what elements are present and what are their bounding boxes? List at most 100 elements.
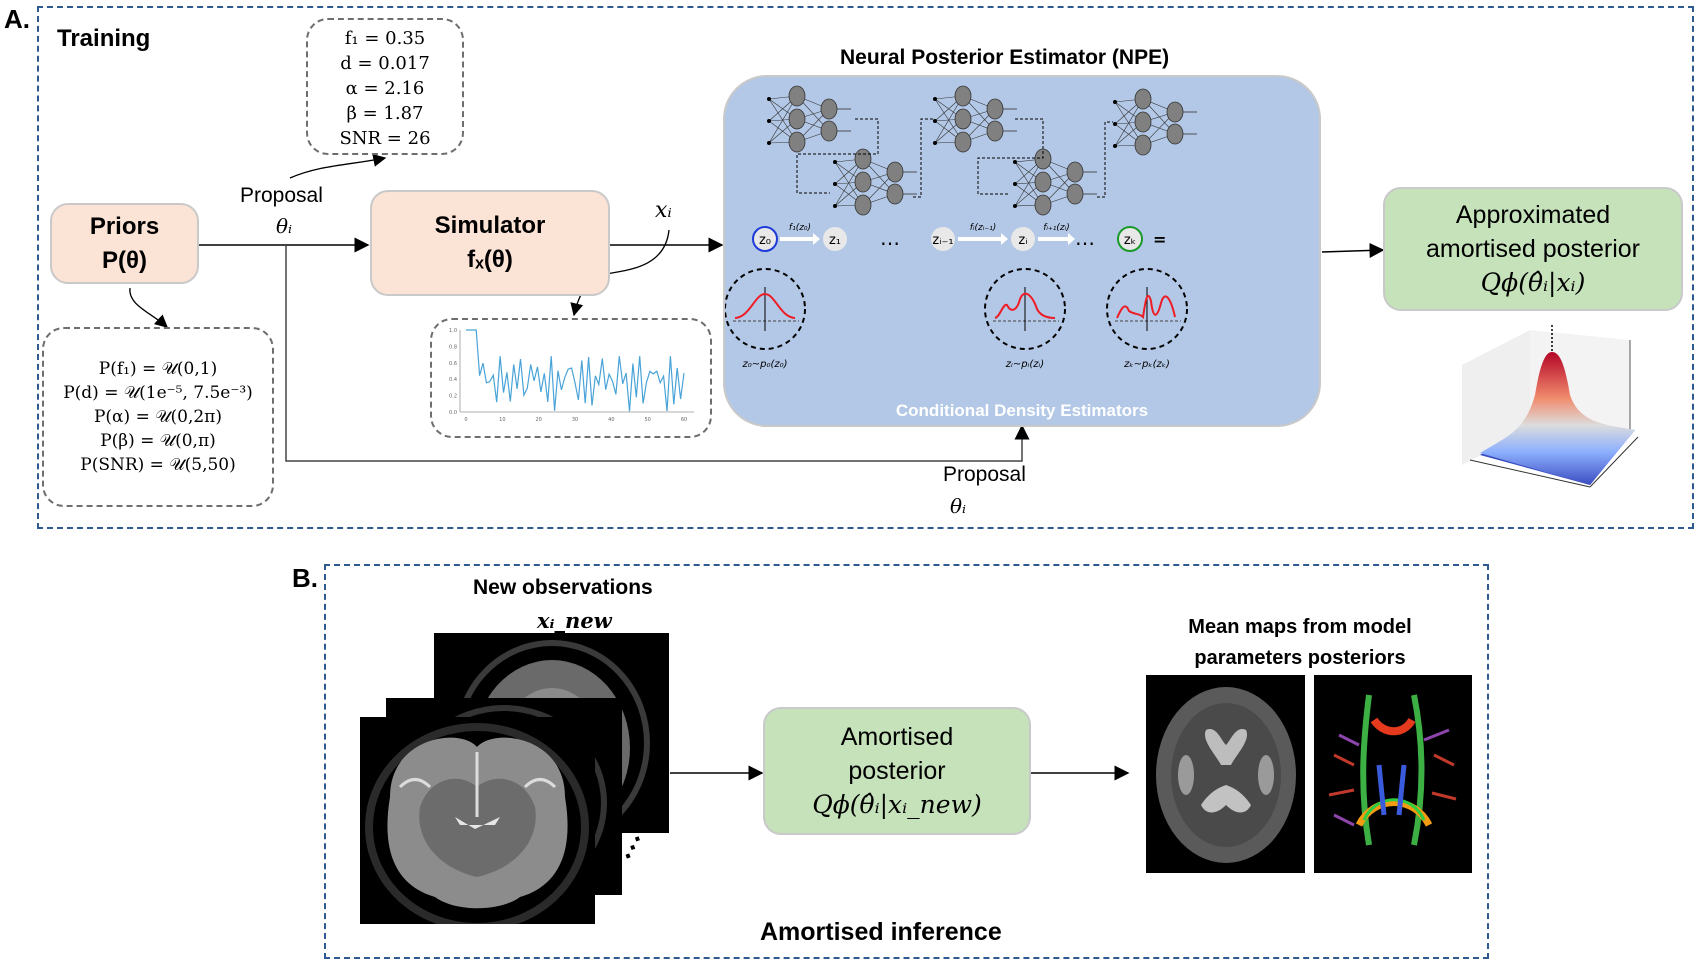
neural-network-icon xyxy=(1013,148,1097,216)
prior-f1: P(f₁) = 𝒰(0,1) xyxy=(98,359,218,379)
param-beta: β = 1.87 xyxy=(346,103,424,124)
proposal-label-bottom: Proposal xyxy=(943,463,1026,486)
density-curve xyxy=(734,292,796,319)
amortised-inference-title: Amortised inference xyxy=(760,918,1002,946)
flow-node-label: z₁ xyxy=(829,233,841,248)
density-circle xyxy=(725,268,806,350)
flow-node-label: zᵢ₋₁ xyxy=(932,233,953,248)
amortised-posterior-formula: Qϕ(θ̂ᵢ|xᵢ_new) xyxy=(812,790,982,819)
npe-subtitle: Conditional Density Estimators xyxy=(895,401,1149,420)
approx-posterior-box: Approximated amortised posterior Qϕ(θ̂ᵢ|… xyxy=(1383,187,1683,311)
signal-ytick-label: 0.2 xyxy=(449,394,457,400)
inference-frame xyxy=(324,564,1489,959)
flow-arrow-label: f₁(z₀) xyxy=(789,223,811,233)
flow-node xyxy=(931,227,955,251)
priors-list-box: P(f₁) = 𝒰(0,1) P(d) = 𝒰(1e⁻⁵, 7.5e⁻³) P(… xyxy=(42,327,274,507)
param-f1: f₁ = 0.35 xyxy=(344,28,426,49)
signal-xtick-label: 30 xyxy=(572,417,578,423)
amortised-posterior-box: Amortised posterior Qϕ(θ̂ᵢ|xᵢ_new) xyxy=(763,707,1031,835)
density-circle xyxy=(1106,268,1188,350)
proposal-theta-top: θᵢ xyxy=(276,214,293,238)
prior-snr: P(SNR) = 𝒰(5,50) xyxy=(80,455,236,475)
approx-posterior-line2: amortised posterior xyxy=(1426,235,1640,263)
npe-diagram: z₀ z₁ … zᵢ₋₁ zᵢ … zₖ = f₁(z₀) fᵢ(zᵢ₋₁) fᵢ₊₁(zᵢ) z₀~… xyxy=(725,85,1197,370)
density-label: zₖ~pₖ(zₖ) xyxy=(1123,359,1170,370)
signal-xtick-label: 40 xyxy=(608,417,614,423)
approx-posterior-line1: Approximated xyxy=(1455,201,1611,229)
signal-ytick-label: 0.8 xyxy=(449,344,457,350)
density-label: z₀~p₀(z₀) xyxy=(741,359,787,370)
posterior-surface-plot xyxy=(1462,325,1639,488)
density-circle xyxy=(984,268,1066,350)
signal-line xyxy=(466,329,685,412)
param-alpha: α = 2.16 xyxy=(345,78,425,99)
neural-network-icon xyxy=(833,148,917,216)
signal-xtick-label: 50 xyxy=(644,417,650,423)
density-label: zᵢ~pᵢ(zᵢ) xyxy=(1005,359,1044,370)
prior-beta: P(β) = 𝒰(0,π) xyxy=(100,431,216,451)
training-title: Training xyxy=(57,25,151,52)
npe-title: Neural Posterior Estimator (NPE) xyxy=(840,46,1170,69)
sample-params-box: f₁ = 0.35 d = 0.017 α = 2.16 β = 1.87 SN… xyxy=(306,18,464,155)
npe-connector xyxy=(1097,121,1113,198)
flow-node-label: zᵢ xyxy=(1018,233,1027,248)
amortised-posterior-line1: Amortised xyxy=(840,723,954,751)
npe-connector xyxy=(913,118,933,198)
flow-node-label: z₀ xyxy=(759,233,771,248)
surface-peak xyxy=(1480,352,1635,485)
simulator-title: Simulator xyxy=(434,212,546,239)
panel-a-label: A. xyxy=(4,4,30,34)
panel-b-label: B. xyxy=(292,563,318,593)
new-observations-symbol: xᵢ_new xyxy=(537,608,612,633)
flow-arrow-label: fᵢ₊₁(zᵢ) xyxy=(1043,223,1070,233)
priors-title: Priors xyxy=(89,212,160,240)
observation-slice-front xyxy=(360,717,595,924)
amortised-posterior-line2: posterior xyxy=(848,757,946,785)
priors-formula: P(θ) xyxy=(102,246,147,274)
training-frame xyxy=(37,6,1694,529)
neural-network-icon xyxy=(767,85,851,153)
signal-xtick-label: 60 xyxy=(681,417,687,423)
param-d: d = 0.017 xyxy=(340,53,430,74)
mean-map-grayscale xyxy=(1146,675,1305,873)
flow-ellipsis: … xyxy=(1075,226,1095,250)
arrow-proposal-to-npe xyxy=(285,245,1030,462)
signal-xtick-label: 20 xyxy=(535,417,541,423)
signal-label: xᵢ xyxy=(655,198,672,223)
flow-ellipsis: … xyxy=(880,226,900,250)
npe-box: z₀ z₁ … zᵢ₋₁ zᵢ … zₖ = f₁(z₀) fᵢ(zᵢ₋₁) fᵢ₊₁(zᵢ) z₀~… xyxy=(723,75,1321,427)
signal-ytick-label: 0.4 xyxy=(449,377,457,383)
approx-posterior-formula: Qϕ(θ̂ᵢ|xᵢ) xyxy=(1480,268,1586,297)
signal-ytick-label: 0.6 xyxy=(449,361,457,367)
flow-equals: = xyxy=(1153,230,1166,249)
prior-alpha: P(α) = 𝒰(0,2π) xyxy=(93,407,222,427)
flow-arrow-head xyxy=(1001,233,1008,245)
arrow-priors-to-list xyxy=(129,287,168,328)
neural-network-icon xyxy=(1113,88,1197,156)
flow-node-label: zₖ xyxy=(1124,233,1136,248)
flow-node xyxy=(823,227,847,251)
mean-maps-title-line1: Mean maps from model xyxy=(1188,616,1412,638)
proposal-theta-bottom: θᵢ xyxy=(950,494,967,518)
inference-connectors xyxy=(670,765,1130,781)
arrow-proposal-to-params xyxy=(289,153,387,179)
surface-back-wall xyxy=(1462,330,1530,465)
simulator-box: Simulator fₓ(θ) xyxy=(370,190,610,296)
param-snr: SNR = 26 xyxy=(339,128,431,149)
mean-maps-title-line2: parameters posteriors xyxy=(1194,647,1406,669)
flow-node xyxy=(752,226,778,252)
signal-xtick-label: 0 xyxy=(464,417,467,423)
new-observations-title: New observations xyxy=(473,576,653,599)
signal-xtick-label: 10 xyxy=(499,417,505,423)
mean-map-colour-fa xyxy=(1314,675,1472,873)
flow-node xyxy=(1117,226,1143,252)
flow-node xyxy=(1011,227,1035,251)
flow-arrow-label: fᵢ(zᵢ₋₁) xyxy=(970,223,997,233)
signal-ytick-label: 1.0 xyxy=(449,328,457,334)
density-curve xyxy=(994,292,1056,319)
mean-maps-title: Mean maps from model parameters posterio… xyxy=(1140,612,1460,674)
prior-d: P(d) = 𝒰(1e⁻⁵, 7.5e⁻³) xyxy=(63,383,253,403)
proposal-label-top: Proposal xyxy=(240,184,323,207)
